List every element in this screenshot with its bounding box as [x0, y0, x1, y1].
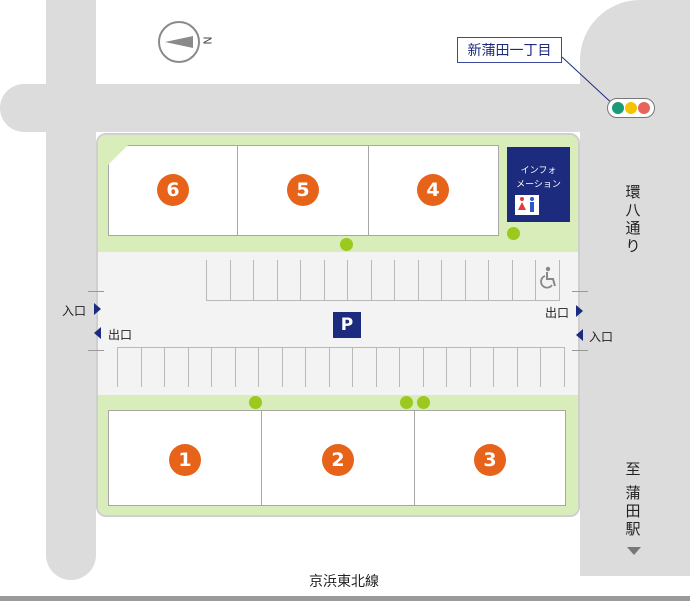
road-top-horizontal	[0, 84, 690, 132]
shop-number-1: 1	[169, 444, 201, 476]
right-entrance-arrow-icon	[576, 329, 583, 341]
tree	[507, 227, 520, 240]
parking-slot-line	[352, 347, 353, 387]
tree	[340, 238, 353, 251]
parking-sign: P	[333, 312, 361, 338]
parking-slot-line	[488, 260, 489, 300]
shop-number-6: 6	[157, 174, 189, 206]
parking-row-edge	[117, 347, 565, 348]
left-exit-arrow-icon	[94, 327, 101, 339]
road-name-vertical: 環八通り	[625, 183, 641, 255]
parking-slot-line	[347, 260, 348, 300]
gate-tick	[88, 350, 104, 351]
station-name-vertical: 蒲田駅	[625, 484, 641, 538]
info-label-line1: インフォ	[520, 166, 557, 176]
shop-number-5: 5	[287, 174, 319, 206]
parking-slot-line	[234, 347, 236, 387]
tree	[417, 396, 430, 409]
parking-slot-line	[370, 260, 372, 300]
parking-slot-line	[399, 347, 400, 387]
info-label-line2: メーション	[516, 180, 561, 190]
parking-slot-line	[300, 260, 301, 300]
parking-slot-line	[493, 347, 494, 387]
left-entrance-arrow-icon	[94, 303, 101, 315]
tree	[249, 396, 262, 409]
parking-slot-line	[229, 260, 231, 300]
shop-number-2: 2	[322, 444, 354, 476]
parking-slot-line	[511, 260, 513, 300]
parking-slot-line	[540, 347, 541, 387]
parking-slot-line	[417, 260, 419, 300]
shop-number-4: 4	[417, 174, 449, 206]
parking-slot-line	[305, 347, 306, 387]
station-label-box: 新蒲田一丁目	[457, 37, 562, 63]
parking-slot-line	[258, 347, 259, 387]
shop-6[interactable]	[108, 145, 238, 236]
parking-slot-line	[187, 347, 189, 387]
parking-slot-line	[563, 347, 565, 387]
parking-slot-line	[328, 347, 330, 387]
shop-number-3: 3	[474, 444, 506, 476]
gate-tick	[88, 291, 104, 292]
parking-slot-line	[464, 260, 466, 300]
gate-tick	[572, 291, 588, 292]
parking-slot-line	[323, 260, 325, 300]
road-right-vertical	[580, 0, 690, 576]
parking-slot-line	[535, 260, 536, 300]
to-label: 至	[625, 460, 641, 478]
parking-slot-line	[164, 347, 165, 387]
parking-slot-line	[446, 347, 447, 387]
station-label-connector	[561, 56, 617, 108]
parking-slot-line	[516, 347, 518, 387]
parking-slot-line	[281, 347, 283, 387]
parking-slot-line	[422, 347, 424, 387]
parking-slot-line	[394, 260, 395, 300]
parking-label: P	[340, 315, 354, 335]
parking-slot-line	[117, 347, 118, 387]
parking-slot-line	[206, 260, 207, 300]
parking-row-edge	[206, 300, 560, 301]
compass-icon	[157, 20, 201, 64]
parking-slot-line	[140, 347, 142, 387]
parking-slot-line	[253, 260, 254, 300]
traffic-light-icon	[607, 98, 655, 118]
parking-slot-line	[211, 347, 212, 387]
rail-line	[0, 596, 690, 601]
information-center[interactable]: インフォ メーション	[507, 147, 570, 222]
parking-slot-line	[375, 347, 377, 387]
parking-slot-line	[276, 260, 278, 300]
rail-line-label: 京浜東北線	[309, 574, 379, 590]
parking-slot-line	[558, 260, 560, 300]
left-exit-label: 出口	[108, 328, 133, 342]
wheelchair-icon	[540, 266, 558, 290]
tree	[400, 396, 413, 409]
right-exit-label: 出口	[545, 306, 570, 320]
station-label: 新蒲田一丁目	[467, 43, 552, 59]
parking-slot-line	[469, 347, 471, 387]
left-entrance-label: 入口	[62, 304, 87, 318]
compass-letter: N	[200, 36, 214, 45]
right-exit-arrow-icon	[576, 305, 583, 317]
down-arrow-icon	[627, 547, 641, 555]
gate-tick	[572, 350, 588, 351]
restroom-icon	[515, 195, 539, 215]
right-entrance-label: 入口	[589, 330, 614, 344]
parking-slot-line	[441, 260, 442, 300]
